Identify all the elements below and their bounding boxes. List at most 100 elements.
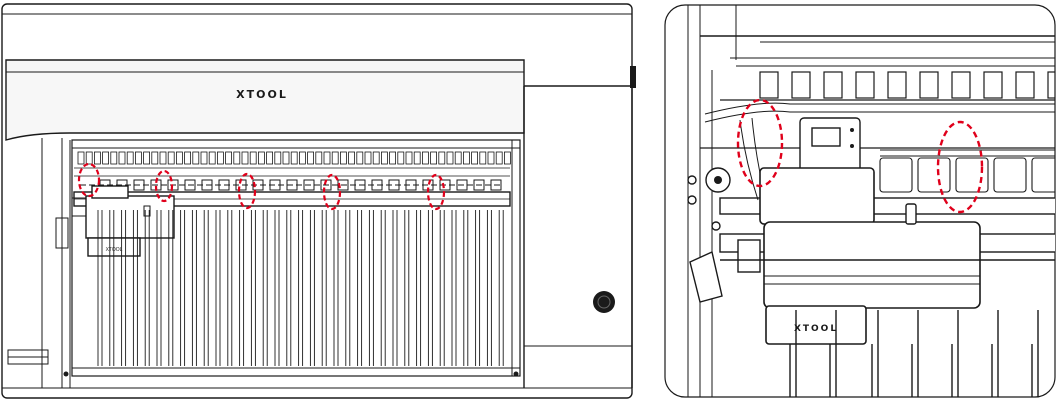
bed-slats — [97, 210, 504, 366]
detail-cable-bundle-1 — [704, 102, 1055, 115]
comb-tooth — [216, 151, 224, 165]
detail-side-block — [737, 239, 761, 273]
comb-tooth — [421, 151, 429, 165]
head-sensor — [143, 205, 151, 217]
cable-clip — [218, 179, 230, 191]
power-button[interactable] — [593, 291, 615, 313]
bed-foot-right — [513, 371, 519, 377]
detail-screw-1 — [850, 128, 854, 132]
detail-bracket-inner — [811, 127, 841, 147]
detail-comb-tooth — [1047, 71, 1055, 99]
detail-highlight-markers — [736, 98, 984, 214]
cable-clip — [388, 179, 400, 191]
machine-logo: XTOOL — [236, 88, 288, 101]
cable-clip — [133, 179, 145, 191]
comb-tooth — [372, 151, 380, 165]
comb-tooth — [471, 151, 479, 165]
comb-tooth — [331, 151, 339, 165]
comb-tooth — [339, 151, 347, 165]
detail-chain-link — [993, 157, 1027, 193]
comb-tooth — [102, 151, 109, 165]
detail-head-module — [763, 221, 981, 309]
comb-tooth — [134, 151, 142, 165]
detail-cable-bundle-3 — [739, 119, 759, 201]
cable-clip — [473, 179, 485, 191]
comb-tooth — [192, 151, 200, 165]
cable-clip — [337, 179, 349, 191]
comb-tooth — [307, 151, 315, 165]
detail-chain-link — [1031, 157, 1055, 193]
comb-tooth — [315, 151, 323, 165]
comb-tooth — [323, 151, 331, 165]
detail-comb-tooth — [823, 71, 843, 99]
detail-bed-slats — [720, 259, 1055, 397]
cable-clip — [405, 179, 417, 191]
comb-tooth — [389, 151, 397, 165]
comb-tooth — [200, 151, 208, 165]
laser-head-top — [91, 185, 129, 199]
detail-highlight-cable-clip — [936, 120, 984, 214]
detail-post-knob — [905, 203, 917, 225]
comb-tooth — [479, 151, 487, 165]
comb-tooth — [94, 151, 101, 165]
comb-tooth — [208, 151, 216, 165]
detail-bolt-2 — [687, 195, 697, 205]
comb-tooth — [225, 151, 233, 165]
comb-tooth — [241, 151, 249, 165]
detail-comb-tooth — [1015, 71, 1035, 99]
detail-closeup-view: XTOOL — [664, 4, 1056, 398]
comb-tooth — [266, 151, 274, 165]
cable-clip — [371, 179, 383, 191]
cable-clip — [286, 179, 298, 191]
detail-comb-teeth — [720, 71, 1055, 101]
highlight-clip-4 — [426, 173, 446, 211]
detail-head-lower — [765, 305, 867, 345]
main-highlight-markers — [77, 162, 446, 211]
highlight-clip-1 — [154, 169, 174, 203]
comb-tooth — [184, 151, 192, 165]
bed-comb-top — [74, 151, 511, 177]
comb-tooth — [159, 151, 167, 165]
highlight-clip-2 — [237, 172, 257, 210]
comb-tooth — [487, 151, 495, 165]
comb-tooth — [110, 151, 118, 165]
detail-chain-link — [879, 157, 913, 193]
comb-tooth — [126, 151, 134, 165]
comb-tooth — [405, 151, 413, 165]
detail-bolt-1 — [687, 175, 697, 185]
power-button-ring — [597, 295, 611, 309]
left-hinge — [55, 217, 69, 249]
detail-comb-tooth — [983, 71, 1003, 99]
detail-screw-2 — [850, 144, 854, 148]
comb-tooth — [282, 151, 290, 165]
head-side-block — [71, 197, 87, 217]
lid-panel — [5, 59, 525, 141]
comb-tooth — [364, 151, 372, 165]
detail-comb-tooth — [951, 71, 971, 99]
detail-comb-tooth — [887, 71, 907, 99]
comb-tooth — [118, 151, 126, 165]
comb-tooth — [143, 151, 151, 165]
detail-head-upper — [759, 167, 875, 225]
detail-highlight-cable-bundle — [736, 98, 784, 188]
comb-tooth — [233, 151, 241, 165]
comb-tooth — [462, 151, 470, 165]
comb-tooth — [454, 151, 462, 165]
comb-tooth — [249, 151, 257, 165]
cable-clip — [184, 179, 196, 191]
comb-tooth — [298, 151, 306, 165]
detail-bolt-3 — [711, 221, 721, 231]
detail-drag-chain — [879, 157, 1055, 193]
comb-tooth — [151, 151, 159, 165]
comb-tooth — [77, 151, 85, 165]
cable-clip — [490, 179, 502, 191]
detail-chain-link — [917, 157, 951, 193]
cable-clip — [439, 179, 451, 191]
detail-pulley-hub — [714, 176, 722, 184]
comb-tooth — [430, 151, 438, 165]
comb-tooth — [257, 151, 265, 165]
detail-comb-tooth — [919, 71, 939, 99]
laser-head-body — [85, 195, 175, 239]
cable-clip — [201, 179, 213, 191]
right-side-panel — [524, 85, 633, 388]
